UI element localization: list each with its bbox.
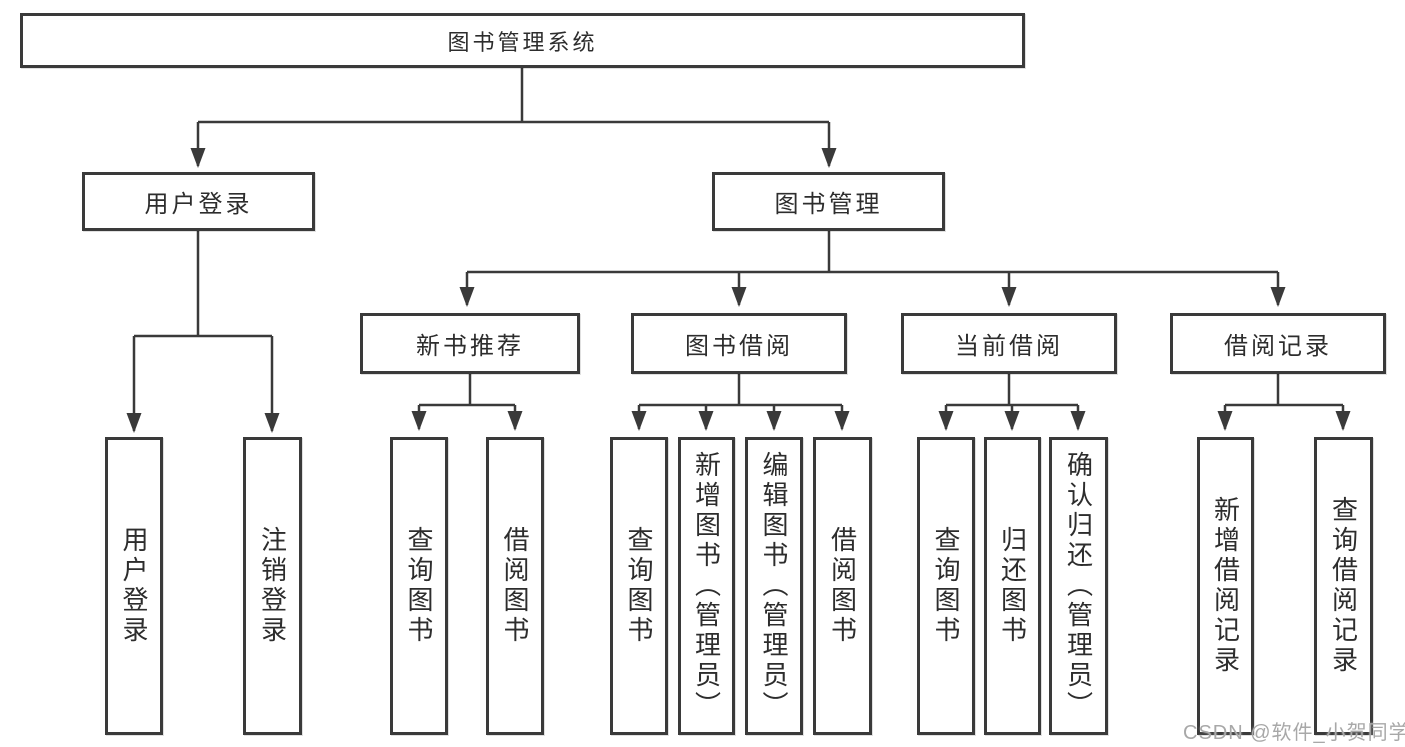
watermark: CSDN @软件_小贺同学 (1183, 722, 1405, 744)
leaf-cb-confirm-return-admin: 确认归还（管理员） (1049, 437, 1108, 735)
leaf-user-login: 用户登录 (105, 437, 163, 735)
leaf-bb-borrow-book: 借阅图书 (813, 437, 872, 735)
leaf-cb-query-book: 查询图书 (917, 437, 975, 735)
node-borrow-records: 借阅记录 (1170, 313, 1386, 374)
leaf-logout-login: 注销登录 (243, 437, 302, 735)
node-book-management: 图书管理 (712, 172, 945, 231)
node-current-borrow: 当前借阅 (901, 313, 1117, 374)
leaf-nb-borrow-book: 借阅图书 (486, 437, 544, 735)
leaf-br-query-record: 查询借阅记录 (1314, 437, 1373, 735)
leaf-bb-add-book-admin: 新增图书（管理员） (678, 437, 735, 735)
leaf-br-add-record: 新增借阅记录 (1197, 437, 1254, 735)
node-new-book-recommend: 新书推荐 (360, 313, 580, 374)
leaf-bb-edit-book-admin: 编辑图书（管理员） (745, 437, 803, 735)
leaf-nb-query-book: 查询图书 (390, 437, 448, 735)
node-book-borrow: 图书借阅 (631, 313, 847, 374)
leaf-bb-query-book: 查询图书 (610, 437, 668, 735)
node-user-login: 用户登录 (82, 172, 315, 231)
node-library-management-system: 图书管理系统 (20, 13, 1025, 68)
leaf-cb-return-book: 归还图书 (984, 437, 1041, 735)
